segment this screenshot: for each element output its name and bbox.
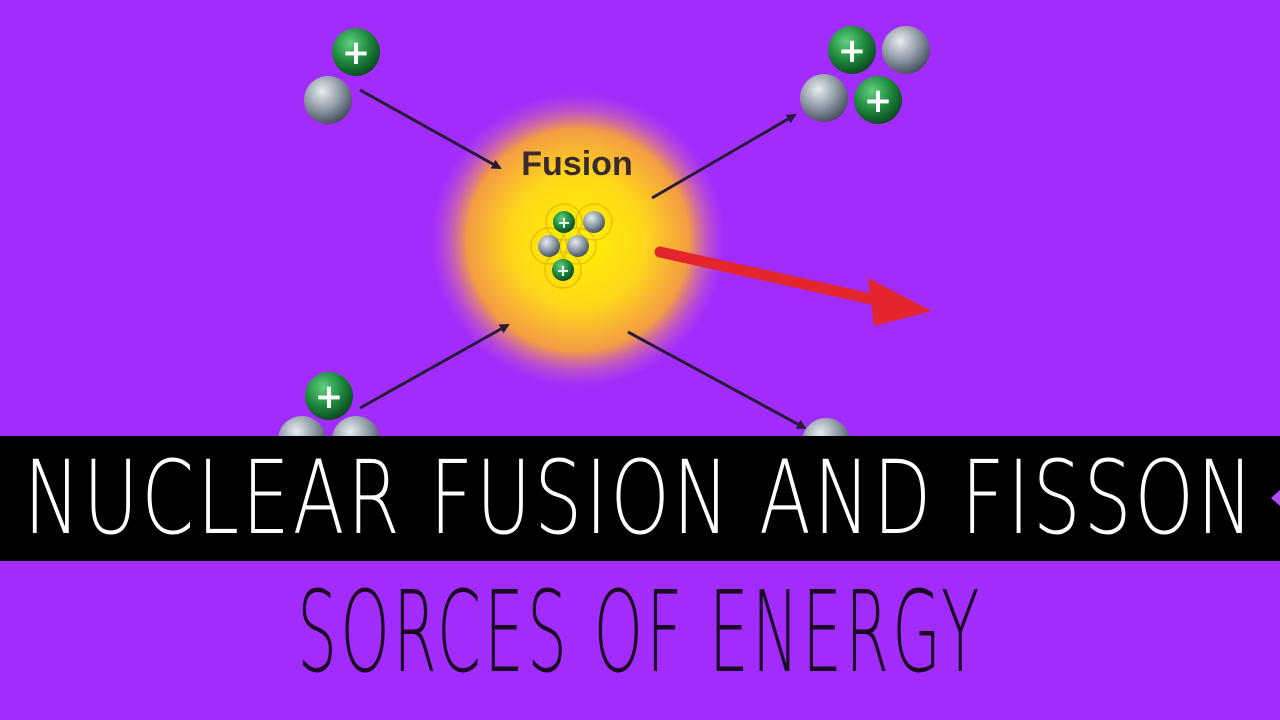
proton-icon — [828, 26, 876, 74]
edge-arrow-icon — [1271, 490, 1280, 506]
neutron-icon — [583, 211, 605, 233]
svg-text:+: + — [556, 261, 569, 280]
arrow-in-bottom — [359, 323, 510, 410]
proton-icon — [854, 76, 902, 124]
arrow-out-top — [651, 113, 797, 200]
neutron-icon — [567, 235, 589, 257]
proton-icon — [332, 28, 380, 76]
svg-text:+: + — [838, 31, 867, 71]
input-nucleus-top: + — [304, 28, 380, 124]
neutron-icon — [882, 26, 930, 74]
neutron-icon — [538, 235, 560, 257]
fusion-core-nucleus: + + — [530, 203, 613, 289]
svg-text:+: + — [557, 213, 570, 232]
title-banner: NUCLEAR FUSION AND FISSON — [0, 436, 1280, 561]
neutron-icon — [304, 76, 352, 124]
svg-text:+: + — [864, 81, 893, 121]
svg-text:+: + — [315, 377, 344, 417]
output-nucleus-helium: + + — [800, 26, 930, 124]
neutron-icon — [800, 74, 848, 122]
reaction-arrows — [359, 88, 807, 430]
arrow-out-bottom — [627, 330, 807, 430]
proton-icon — [553, 211, 575, 233]
arrow-in-top — [359, 88, 502, 170]
fusion-label: Fusion — [521, 145, 632, 183]
proton-icon — [305, 372, 353, 420]
svg-text:+: + — [342, 33, 371, 73]
video-title: NUCLEAR FUSION AND FISSON — [23, 439, 1257, 558]
proton-icon — [552, 259, 574, 281]
video-subtitle: SORCES OF ENERGY — [297, 568, 983, 698]
energy-arrow — [654, 246, 932, 326]
